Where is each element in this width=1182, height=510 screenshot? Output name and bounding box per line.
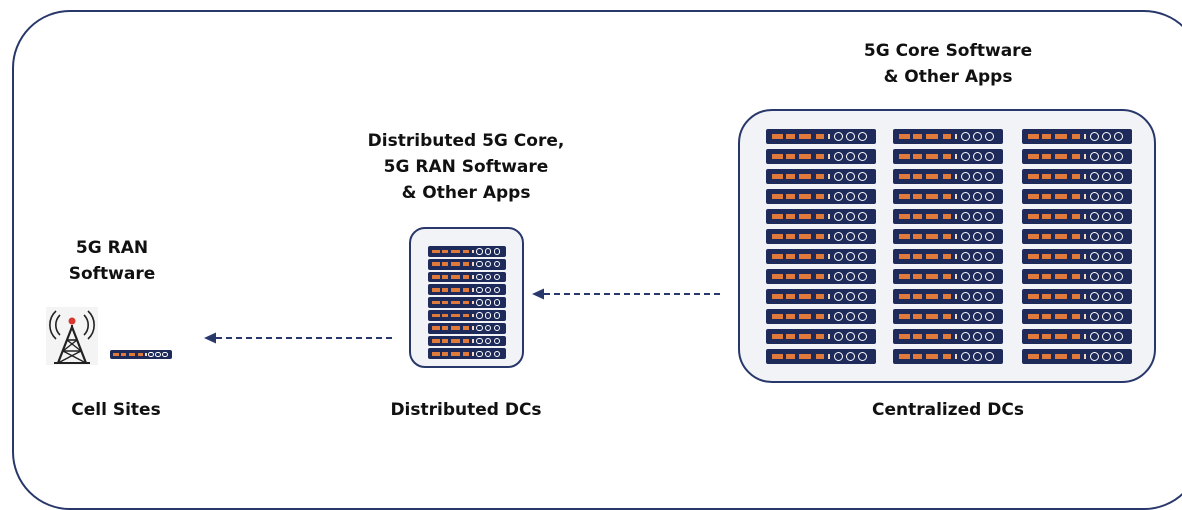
server-unit bbox=[1022, 189, 1132, 204]
server-unit bbox=[428, 335, 506, 347]
server-unit bbox=[893, 169, 1003, 184]
server-unit bbox=[428, 310, 506, 321]
server-unit bbox=[893, 229, 1003, 244]
server-unit bbox=[766, 189, 876, 204]
server-unit bbox=[428, 297, 506, 308]
server-unit bbox=[428, 348, 506, 360]
server-unit bbox=[1022, 309, 1132, 324]
server-unit bbox=[1022, 169, 1132, 184]
server-unit bbox=[1022, 289, 1132, 304]
server-unit bbox=[766, 229, 876, 244]
distributed-dcs-label: Distributed DCs bbox=[390, 400, 542, 420]
distributed-dc-box bbox=[409, 227, 524, 368]
distributed-dc-title-line-3: & Other Apps bbox=[401, 183, 531, 203]
server-unit bbox=[110, 350, 172, 360]
server-unit bbox=[1022, 329, 1132, 344]
server-unit bbox=[1022, 149, 1132, 164]
cell-sites-label: Cell Sites bbox=[71, 400, 161, 420]
cell-site-title-line-2: Software bbox=[68, 264, 156, 284]
server-unit bbox=[893, 129, 1003, 144]
server-unit bbox=[1022, 209, 1132, 224]
cell-tower-icon bbox=[49, 310, 95, 364]
server-unit bbox=[1022, 229, 1132, 244]
server-unit bbox=[1022, 129, 1132, 144]
server-unit bbox=[766, 149, 876, 164]
server-unit bbox=[893, 329, 1003, 344]
server-unit bbox=[893, 149, 1003, 164]
server-unit bbox=[893, 209, 1003, 224]
server-unit bbox=[428, 246, 506, 257]
server-unit bbox=[766, 349, 876, 364]
server-unit bbox=[766, 129, 876, 144]
arrow-distributed-to-cell bbox=[204, 332, 394, 344]
server-unit bbox=[428, 322, 506, 334]
server-unit bbox=[893, 249, 1003, 264]
server-unit bbox=[1022, 249, 1132, 264]
distributed-dc-title: Distributed 5G Core, 5G RAN Software & O… bbox=[330, 128, 602, 206]
centralized-dcs-label: Centralized DCs bbox=[872, 400, 1024, 420]
server-unit bbox=[1022, 269, 1132, 284]
server-unit bbox=[428, 284, 506, 296]
server-unit bbox=[893, 349, 1003, 364]
server-unit bbox=[766, 209, 876, 224]
server-unit bbox=[766, 329, 876, 344]
central-dc-title-line-1: 5G Core Software bbox=[863, 41, 1033, 61]
server-unit bbox=[893, 189, 1003, 204]
central-dc-title: 5G Core Software & Other Apps bbox=[808, 38, 1088, 90]
server-unit bbox=[1022, 349, 1132, 364]
server-unit bbox=[893, 309, 1003, 324]
server-unit bbox=[893, 269, 1003, 284]
centralized-dc-box bbox=[738, 109, 1156, 383]
server-unit bbox=[428, 271, 506, 283]
server-unit bbox=[428, 258, 506, 270]
distributed-dc-title-line-2: 5G RAN Software bbox=[383, 157, 549, 177]
server-unit bbox=[766, 269, 876, 284]
arrow-central-to-distributed bbox=[532, 288, 722, 300]
server-unit bbox=[893, 289, 1003, 304]
central-dc-title-line-2: & Other Apps bbox=[883, 67, 1013, 87]
server-unit bbox=[766, 309, 876, 324]
cell-site-title: 5G RAN Software bbox=[48, 235, 176, 287]
server-unit bbox=[766, 289, 876, 304]
server-unit bbox=[766, 249, 876, 264]
server-unit bbox=[766, 169, 876, 184]
cell-site-title-line-1: 5G RAN bbox=[75, 238, 149, 258]
distributed-dc-title-line-1: Distributed 5G Core, bbox=[367, 131, 565, 151]
